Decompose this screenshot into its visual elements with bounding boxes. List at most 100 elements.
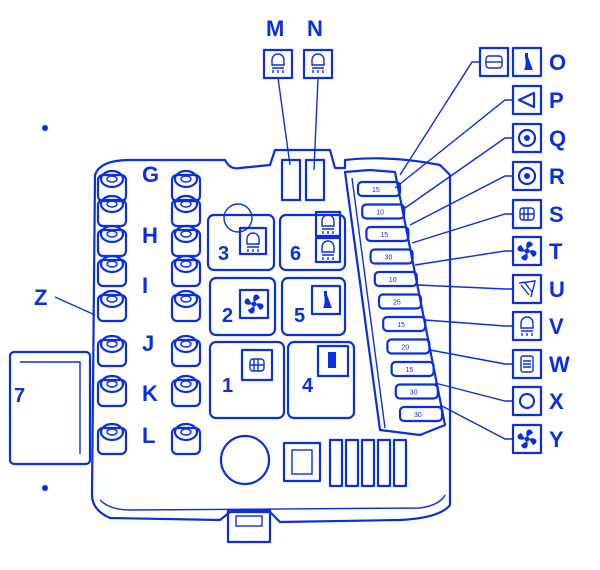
legend-item-u: U: [417, 273, 565, 305]
label-g: G: [142, 162, 159, 187]
connector-n: [304, 158, 326, 202]
hazard-warning-icon: [511, 84, 543, 116]
legend-letter: W: [549, 352, 570, 377]
label-h: H: [142, 223, 158, 248]
fuse-slot: 30: [369, 248, 414, 265]
fuse-slot: 30: [398, 405, 444, 423]
legend-letter: X: [549, 389, 564, 414]
connector-plug: [96, 224, 128, 258]
label-k: K: [142, 381, 158, 406]
connector-plug: [170, 194, 202, 228]
connector-plug: [96, 254, 128, 288]
legend-letter: Y: [549, 427, 564, 452]
fuse-rating: 30: [414, 412, 422, 419]
fuse-slot: 15: [382, 315, 427, 333]
legend-letter: P: [549, 88, 564, 113]
relay-number: 2: [222, 305, 233, 327]
fuse-rating: 20: [401, 345, 409, 352]
connector-plug: [96, 289, 128, 323]
label-l: L: [142, 423, 155, 448]
fuse-strip: 15 10 15 30 10 25 15 20 15 30 30: [343, 168, 447, 437]
relay-7-label: 7: [14, 385, 25, 407]
connector-plug: [170, 289, 202, 323]
fuse-slot: 15: [390, 360, 435, 378]
fuse-rating: 10: [389, 277, 397, 284]
connector-plug: [96, 334, 128, 368]
legend-letter: Q: [549, 126, 566, 151]
label-j: J: [142, 331, 154, 356]
relay-1: 1: [208, 340, 286, 420]
relay-number: 4: [302, 375, 314, 397]
legend-item-p: P: [394, 84, 564, 189]
left-connector-column: G HI JKL: [96, 162, 202, 456]
legend-item-s: S: [411, 198, 564, 244]
connector-m: [280, 158, 302, 202]
fuse-rating: 30: [385, 255, 393, 262]
legend-item-r: R: [409, 160, 565, 226]
relay-3: 3: [206, 213, 276, 272]
fuse-rating: 25: [393, 300, 401, 307]
fuse-slot: 15: [365, 225, 410, 243]
relay-number: 6: [290, 243, 301, 265]
legend-item-x: X: [434, 382, 564, 417]
headlight-icon: [314, 210, 342, 238]
legend-item-o: O: [399, 46, 566, 176]
connector-plug: [170, 334, 202, 368]
grommet: [219, 434, 271, 486]
light-bulb-icon: [511, 385, 543, 417]
latch-tab: [226, 508, 272, 544]
fuse-slot: 10: [361, 203, 406, 220]
label-n: N: [307, 16, 323, 41]
connector-plug: [170, 374, 202, 408]
connector-plug: [170, 224, 202, 258]
label-m: M: [266, 16, 284, 41]
fuse-slot: 10: [373, 270, 418, 288]
spare-fuse-row: [328, 438, 408, 488]
connector-plug: [170, 254, 202, 288]
legend-item-t: T: [414, 235, 563, 267]
fuse-rating: 15: [380, 232, 388, 239]
headlight-icon: [238, 226, 268, 256]
label-i: I: [142, 273, 148, 298]
relay-number: 3: [218, 243, 229, 265]
fuse-slot: 25: [377, 293, 423, 310]
mark-dot: [42, 125, 48, 131]
fuse-slot: 30: [394, 383, 439, 400]
relay-6: 6: [278, 210, 347, 272]
fuse-rating: 10: [376, 210, 384, 217]
legend-letter: S: [549, 202, 564, 227]
legend-item-q: Q: [404, 122, 566, 209]
connector-plug: [96, 374, 128, 408]
label-z: Z: [34, 285, 47, 310]
connector-plug: [96, 194, 128, 228]
mark-dot: [42, 485, 48, 491]
fuse-slot: 20: [386, 338, 431, 355]
fan-icon: [238, 288, 270, 320]
fuse-slot: 15: [356, 180, 402, 198]
relay-4: 4: [286, 340, 356, 420]
legend-letter: R: [549, 164, 565, 189]
relay-2: 2: [208, 276, 277, 337]
relay-number: 1: [222, 375, 233, 397]
legend-letter: V: [549, 314, 564, 339]
legend-item-v: V: [424, 310, 564, 342]
wiper-motor-icon: [316, 344, 350, 378]
relay-number: 5: [294, 305, 305, 327]
fuse-rating: 15: [372, 187, 380, 194]
connector-plug: [170, 422, 202, 456]
connector-plug: [96, 422, 128, 456]
legend-letter: U: [549, 277, 565, 302]
rear-defrost-icon: [240, 348, 274, 382]
fuse-rating: 30: [410, 390, 418, 397]
legend-letter: O: [549, 50, 566, 75]
windshield-wiper-icon: [511, 273, 543, 305]
diode-socket: [282, 441, 322, 483]
fuse-rating: 15: [406, 367, 414, 374]
relay-7: 7: [8, 350, 92, 466]
fuse-rating: 15: [397, 322, 405, 329]
fuse-box-housing: [90, 148, 452, 544]
horn-icon: [310, 284, 342, 316]
horn-icon: [511, 46, 543, 78]
